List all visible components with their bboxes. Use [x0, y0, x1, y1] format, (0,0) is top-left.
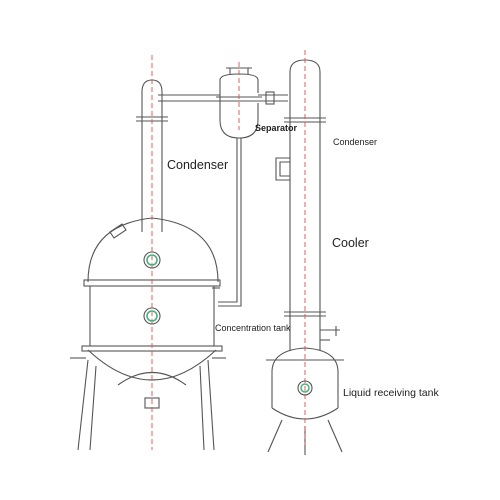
label-concentration-tank: Concentration tank [215, 323, 291, 333]
right-column [275, 59, 340, 350]
label-separator: Separator [255, 123, 298, 133]
sight-glass-receiving-tank [297, 380, 313, 396]
sight-glass-lower [143, 307, 161, 325]
label-condenser-left: Condenser [167, 158, 229, 172]
sight-glass-upper [143, 251, 161, 269]
label-condenser-right: Condenser [333, 137, 378, 147]
label-liquid-receiving-tank: Liquid receiving tank [343, 387, 439, 399]
return-pipe [218, 138, 242, 307]
center-lines [151, 50, 306, 450]
sight-glasses [143, 251, 313, 396]
tank-legs [70, 357, 226, 451]
label-cooler: Cooler [332, 236, 369, 250]
vapor-pipe [158, 91, 288, 105]
